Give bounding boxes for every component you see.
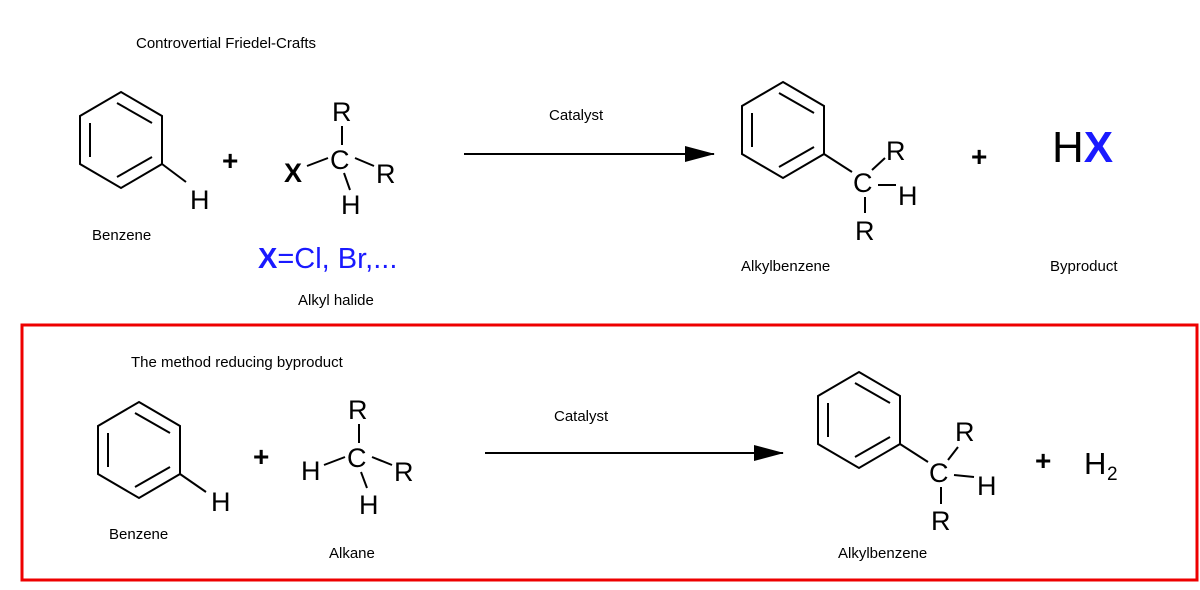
benzene-double-bond [116,102,153,124]
r-group-bottom: R [855,216,875,246]
bottom-alkylbenzene: C R H R Alkylbenzene [817,370,997,562]
top-alkylbenzene: C R H R Alkylbenzene [741,80,918,275]
byproduct-x: X [1084,123,1113,172]
benzene-double-bond [778,92,815,114]
top-reaction: Controvertial Friedel-Crafts H Benzene +… [79,35,1118,309]
alkane: H C R R H Alkane [301,395,414,562]
byproduct: HX Byproduct [1050,123,1118,275]
plus-sign: + [222,145,238,176]
benzene-ring [97,400,181,500]
r-group-right: R [376,159,396,189]
carbon-atom: C [929,458,949,488]
hydrogen-bottom: H [341,190,361,220]
c-r-bond [371,456,393,466]
c-r-bond [354,157,375,167]
hydrogen-gas: H 2 [1084,446,1118,485]
benzene-h-bond [179,473,207,493]
halogen-definition: X=Cl, Br,... [258,243,397,275]
c-h-bond [343,172,351,191]
hydrogen-symbol: H [1084,446,1106,481]
byproduct-formula: HX [1052,123,1113,172]
x-c-bond [306,157,329,167]
benzene-double-bond [134,412,171,434]
ring-c-bond [823,153,853,173]
bottom-title: The method reducing byproduct [131,354,344,371]
halogen-symbol: X [284,158,302,188]
alkyl-halide-label: Alkyl halide [298,292,374,309]
r-group-bottom: R [931,506,951,536]
benzene-ring [741,80,825,180]
r-group-top: R [886,136,906,166]
top-benzene: H Benzene [79,90,210,244]
r-group-right: R [394,457,414,487]
hydrogen-right: H [977,471,997,501]
carbon-atom: C [330,145,350,175]
catalyst-label: Catalyst [554,408,609,425]
halogen-definition-list: =Cl, Br,... [277,243,397,275]
ring-c-bond [899,443,929,463]
r-group-top: R [332,97,352,127]
benzene-double-bond [134,466,171,488]
c-r-bond [871,157,886,171]
plus-sign: + [1035,445,1051,476]
r-group-top: R [955,417,975,447]
highlight-box [20,323,1199,582]
hydrogen-bottom: H [359,490,379,520]
c-h-bond [360,471,368,489]
benzene-hydrogen: H [190,185,210,215]
bottom-reaction: The method reducing byproduct H Benzene … [97,354,1118,562]
alkylbenzene-label: Alkylbenzene [741,258,830,275]
hydrogen-left: H [301,456,321,486]
carbon-atom: C [347,443,367,473]
benzene-double-bond [854,436,891,458]
alkyl-halide: X C R R H X=Cl, Br,... Alkyl halide [258,97,397,309]
benzene-hydrogen: H [211,487,231,517]
plus-sign: + [971,141,987,172]
benzene-label: Benzene [109,526,168,543]
byproduct-h: H [1052,123,1084,172]
c-h-bond [953,474,975,478]
h-c-bond [323,456,346,466]
alkylbenzene-label: Alkylbenzene [838,545,927,562]
r-group-top: R [348,395,368,425]
alkane-label: Alkane [329,545,375,562]
benzene-double-bond [854,382,891,404]
carbon-atom: C [853,168,873,198]
hydrogen-subscript: 2 [1107,464,1118,485]
benzene-label: Benzene [92,227,151,244]
benzene-double-bond [116,156,153,178]
c-r-bond [947,446,959,461]
benzene-ring [79,90,163,190]
byproduct-label: Byproduct [1050,258,1118,275]
catalyst-label: Catalyst [549,107,604,124]
benzene-double-bond [778,146,815,168]
hydrogen-right: H [898,181,918,211]
plus-sign: + [253,441,269,472]
halogen-definition-x: X [258,243,278,275]
bottom-benzene: H Benzene [97,400,231,543]
benzene-h-bond [161,163,187,183]
top-title: Controvertial Friedel-Crafts [136,35,316,52]
benzene-ring [817,370,901,470]
